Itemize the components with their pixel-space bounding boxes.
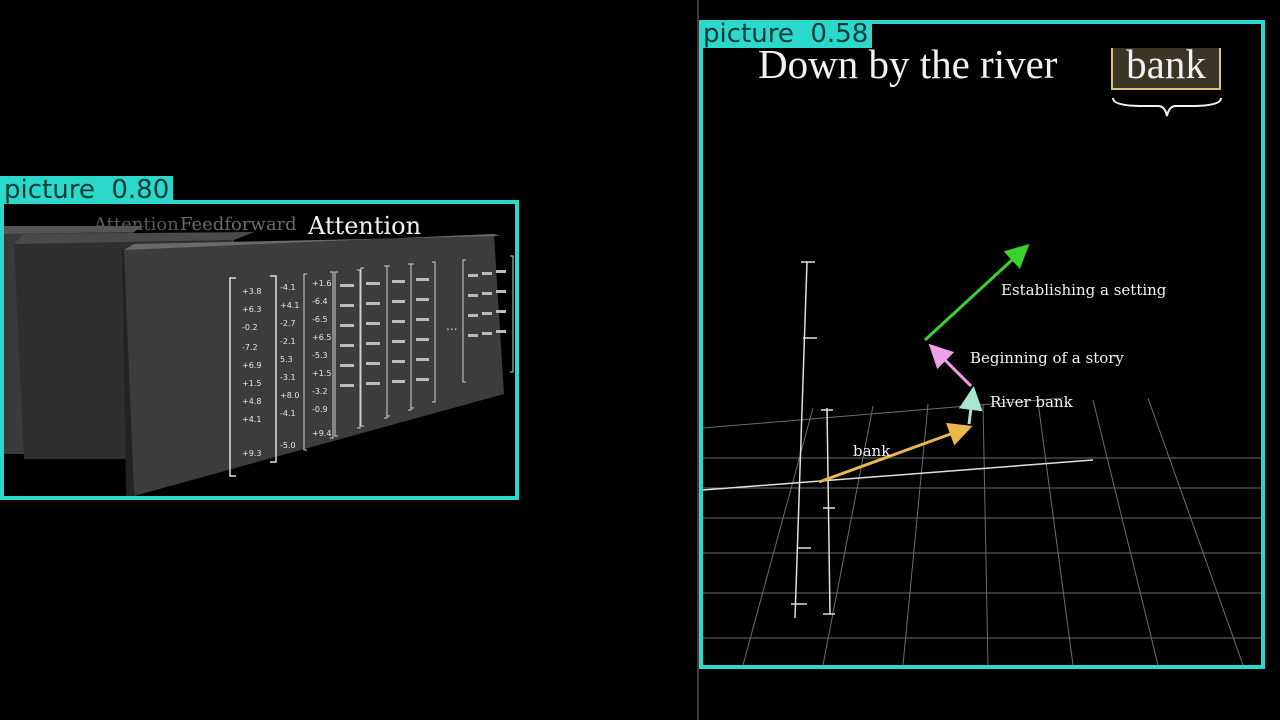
ghost-feedforward-label: Feedforward [180,214,297,235]
vector-cell: +4.1 [280,301,299,310]
vector-label-bank: bank [853,442,891,460]
vector-cell: -2.1 [280,337,296,346]
vector-cell: -7.2 [242,343,258,352]
vector-cell: +1.6 [312,279,331,288]
vector-cell: -6.4 [312,297,328,306]
center-divider [697,0,699,720]
vector-label-beginning: Beginning of a story [970,349,1124,367]
vector-cell: +3.8 [242,287,261,296]
ghost-attention-label: Attention [93,214,179,235]
vector-arrow-beginning [928,343,973,388]
vector-cell: -5.0 [280,441,296,450]
attention-blocks-figure: +3.8 +6.3 -0.2 -7.2 +6.9 +1.5 +4.8 +4.1 … [4,204,515,496]
vector-cell: +1.5 [242,379,261,388]
ellipsis-text: ... [446,317,458,333]
vector-cell: +1.5 [312,369,331,378]
vector-cell: +9.4 [312,429,331,438]
embedding-vector-figure: Down by the river bank [703,48,1261,665]
vector-cell: +6.3 [242,305,261,314]
vector-cell: -5.3 [312,351,328,360]
vector-cell: -4.1 [280,409,296,418]
sentence-text: Down by the river [758,48,1058,87]
vector-arrow-river-bank [958,386,983,425]
vector-cell: -3.1 [280,373,296,382]
vector-arrow-bank [818,422,973,484]
vector-cell: -0.2 [242,323,258,332]
vector-cell: +4.8 [242,397,261,406]
brace-shape [1112,97,1222,117]
vector-cell: -2.7 [280,319,296,328]
axes [703,261,1094,619]
vector-label-river-bank: River bank [990,393,1074,411]
vector-cell: 5.3 [280,355,293,364]
detection-box-right [699,20,1265,669]
vector-cell: +9.3 [242,449,261,458]
attention-title: Attention [307,212,421,240]
detection-label-right: picture 0.58 [699,20,873,48]
vector-cell: -0.9 [312,405,328,414]
vector-cell: -4.1 [280,283,296,292]
highlighted-word: bank [1111,48,1221,90]
vector-cell: +8.0 [280,391,299,400]
vector-arrow-setting [923,243,1030,342]
vector-cell: +4.1 [242,415,261,424]
vector-cell: -6.5 [312,315,328,324]
vector-cell: +6.9 [242,361,261,370]
detection-box-left [0,200,519,500]
vector-cell: +6.5 [312,333,331,342]
vector-cell: -3.2 [312,387,328,396]
vector-label-setting: Establishing a setting [1001,281,1167,299]
detection-label-left: picture 0.80 [0,176,174,204]
